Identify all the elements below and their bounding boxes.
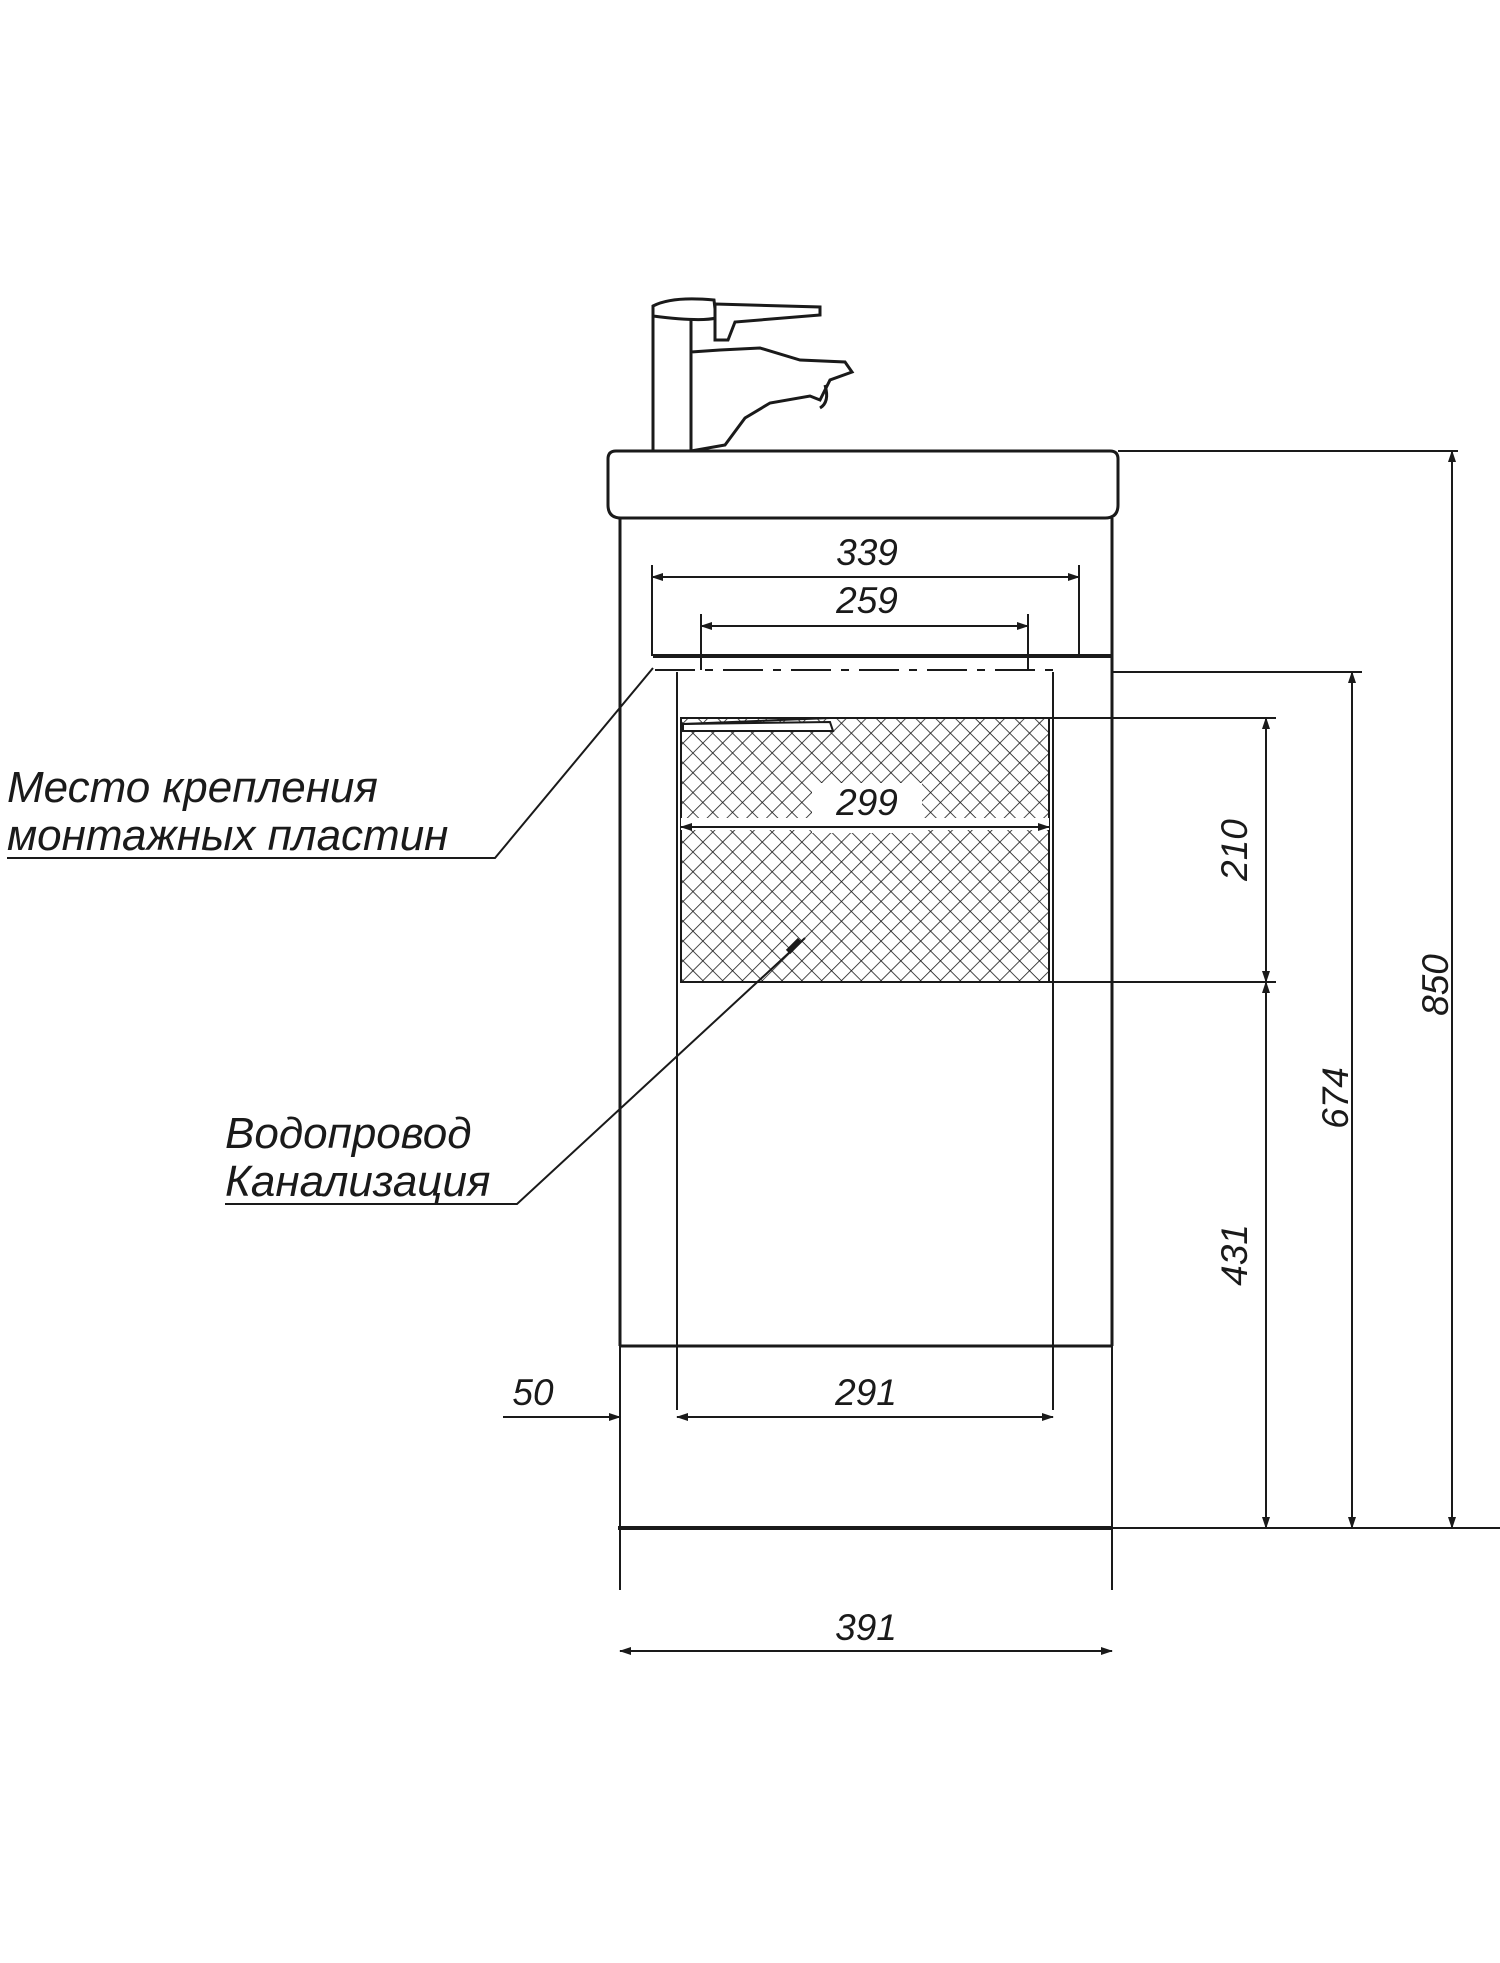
mount-label-line2: монтажных пластин bbox=[7, 811, 448, 860]
mount-label-line1: Место крепления bbox=[7, 763, 378, 812]
dim-674-text: 674 bbox=[1315, 1067, 1356, 1129]
leader-lines bbox=[7, 667, 806, 1205]
dim-391-text: 391 bbox=[835, 1607, 897, 1648]
dim-431-text: 431 bbox=[1214, 1224, 1255, 1286]
dim-291-text: 291 bbox=[834, 1372, 897, 1413]
dim-850-text: 850 bbox=[1415, 954, 1456, 1016]
pipes-label-line2: Канализация bbox=[225, 1157, 490, 1206]
dim-50-text: 50 bbox=[512, 1372, 554, 1413]
dim-259-text: 259 bbox=[835, 580, 898, 621]
utility-zone bbox=[680, 717, 1050, 983]
cabinet bbox=[618, 518, 1114, 1590]
extension-lines bbox=[651, 450, 1500, 1529]
dimension-lines bbox=[503, 450, 1456, 1655]
dim-339-text: 339 bbox=[836, 532, 898, 573]
dim-299-text: 299 bbox=[835, 782, 898, 823]
pipes-label-line1: Водопровод bbox=[225, 1109, 472, 1158]
sink bbox=[606, 449, 1120, 520]
faucet bbox=[651, 297, 855, 453]
dim-210-text: 210 bbox=[1214, 819, 1255, 882]
